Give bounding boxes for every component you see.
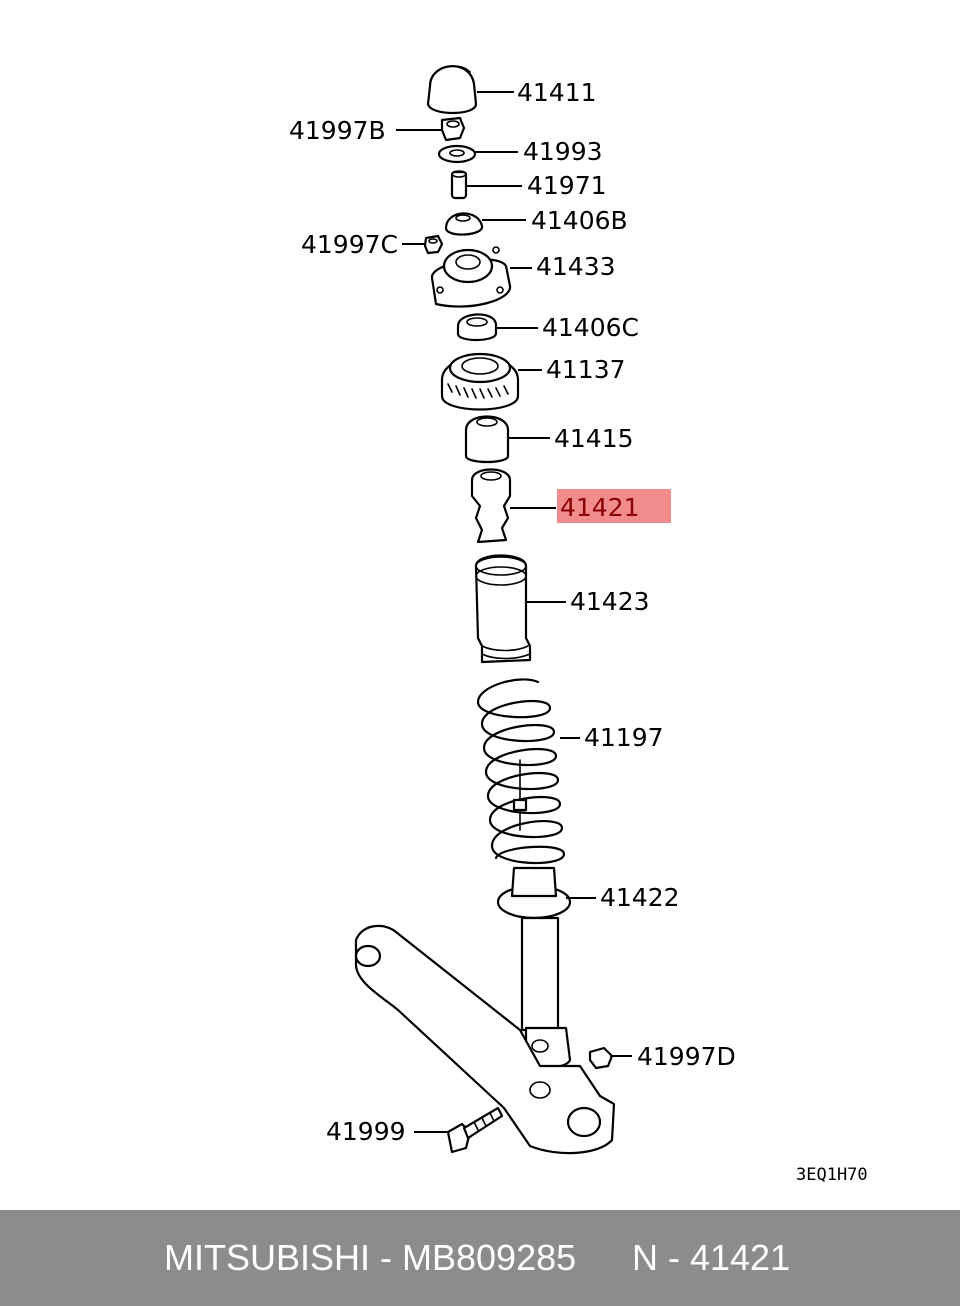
part-41997B-nut[interactable] [440,116,466,142]
footer-bar: MITSUBISHI - MB809285 N - 41421 [0,1210,960,1306]
part-41422-shock-absorber[interactable] [496,866,572,1069]
label-41997D: 41997D [637,1042,736,1071]
part-41406B-bushing[interactable] [444,212,484,236]
part-41406C-bushing[interactable] [456,313,498,342]
label-41421: 41421 [560,493,640,522]
part-41137-bearing-seat[interactable] [440,352,520,411]
part-41423-dust-boot[interactable] [474,554,532,664]
label-41137: 41137 [546,355,626,384]
trailing-arm [354,924,616,1155]
part-41415-cover[interactable] [464,415,510,464]
label-41422: 41422 [600,883,680,912]
label-41999: 41999 [326,1117,406,1146]
footer-brand-part: MITSUBISHI - MB809285 [164,1237,577,1278]
label-41197: 41197 [584,723,664,752]
label-41993: 41993 [523,137,603,166]
label-41997B: 41997B [289,116,386,145]
label-41423: 41423 [570,587,650,616]
diagram-code: 3EQ1H70 [796,1165,868,1185]
part-41999-bolt[interactable] [446,1106,504,1154]
part-41433-strut-mount[interactable] [430,246,512,308]
label-41433: 41433 [536,252,616,281]
part-41197-coil-spring[interactable] [476,678,566,865]
footer-ref: N - 41421 [632,1237,791,1278]
label-41406C: 41406C [542,313,639,342]
exploded-parts-diagram: 41411 41997B 41993 41971 41406B 41997C 4… [289,65,868,1185]
highlight-box-41421 [557,489,671,523]
part-41411-bump-cap[interactable] [426,65,478,114]
label-41997C: 41997C [301,230,398,259]
part-41997C-nut[interactable] [423,234,444,255]
part-41421-bump-stopper[interactable] [470,468,512,544]
label-41406B: 41406B [531,206,628,235]
part-41971-collar[interactable] [450,170,468,200]
label-41415: 41415 [554,424,634,453]
label-41971: 41971 [527,171,607,200]
label-41411: 41411 [517,78,597,107]
part-41997D-nut[interactable] [588,1046,614,1070]
part-41993-washer[interactable] [437,144,477,164]
